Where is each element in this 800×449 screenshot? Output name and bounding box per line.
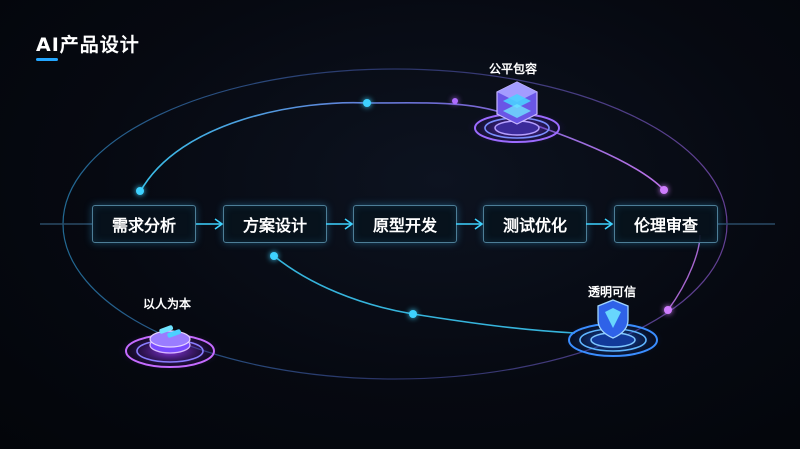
- step-prototype[interactable]: 原型开发: [353, 205, 457, 243]
- arrow-right-icon: [456, 218, 484, 230]
- step-requirements[interactable]: 需求分析: [92, 205, 196, 243]
- shield-icon: [563, 299, 663, 360]
- orbit-dot: [363, 99, 371, 107]
- principle-label-transparency: 透明可信: [588, 285, 637, 299]
- orbit-dot: [452, 98, 458, 104]
- arrow-right-icon: [326, 218, 354, 230]
- orbit-dot: [136, 187, 144, 195]
- step-testing[interactable]: 测试优化: [483, 205, 587, 243]
- arrow-right-icon: [196, 218, 224, 230]
- orbit-dot: [409, 310, 417, 318]
- page-title: AI产品设计: [36, 34, 140, 56]
- principle-label-human-centered: 以人为本: [143, 297, 192, 311]
- layers-icon: [118, 325, 222, 371]
- orbit-dot: [664, 306, 672, 314]
- cube-stack-icon: [467, 81, 567, 146]
- orbit-dot: [660, 186, 668, 194]
- step-solution-design[interactable]: 方案设计: [223, 205, 327, 243]
- arrow-right-icon: [586, 218, 614, 230]
- title-underline: [36, 58, 58, 61]
- principle-label-fairness: 公平包容: [489, 62, 538, 76]
- step-ethics-review[interactable]: 伦理审查: [614, 205, 718, 243]
- orbit-dot: [270, 252, 278, 260]
